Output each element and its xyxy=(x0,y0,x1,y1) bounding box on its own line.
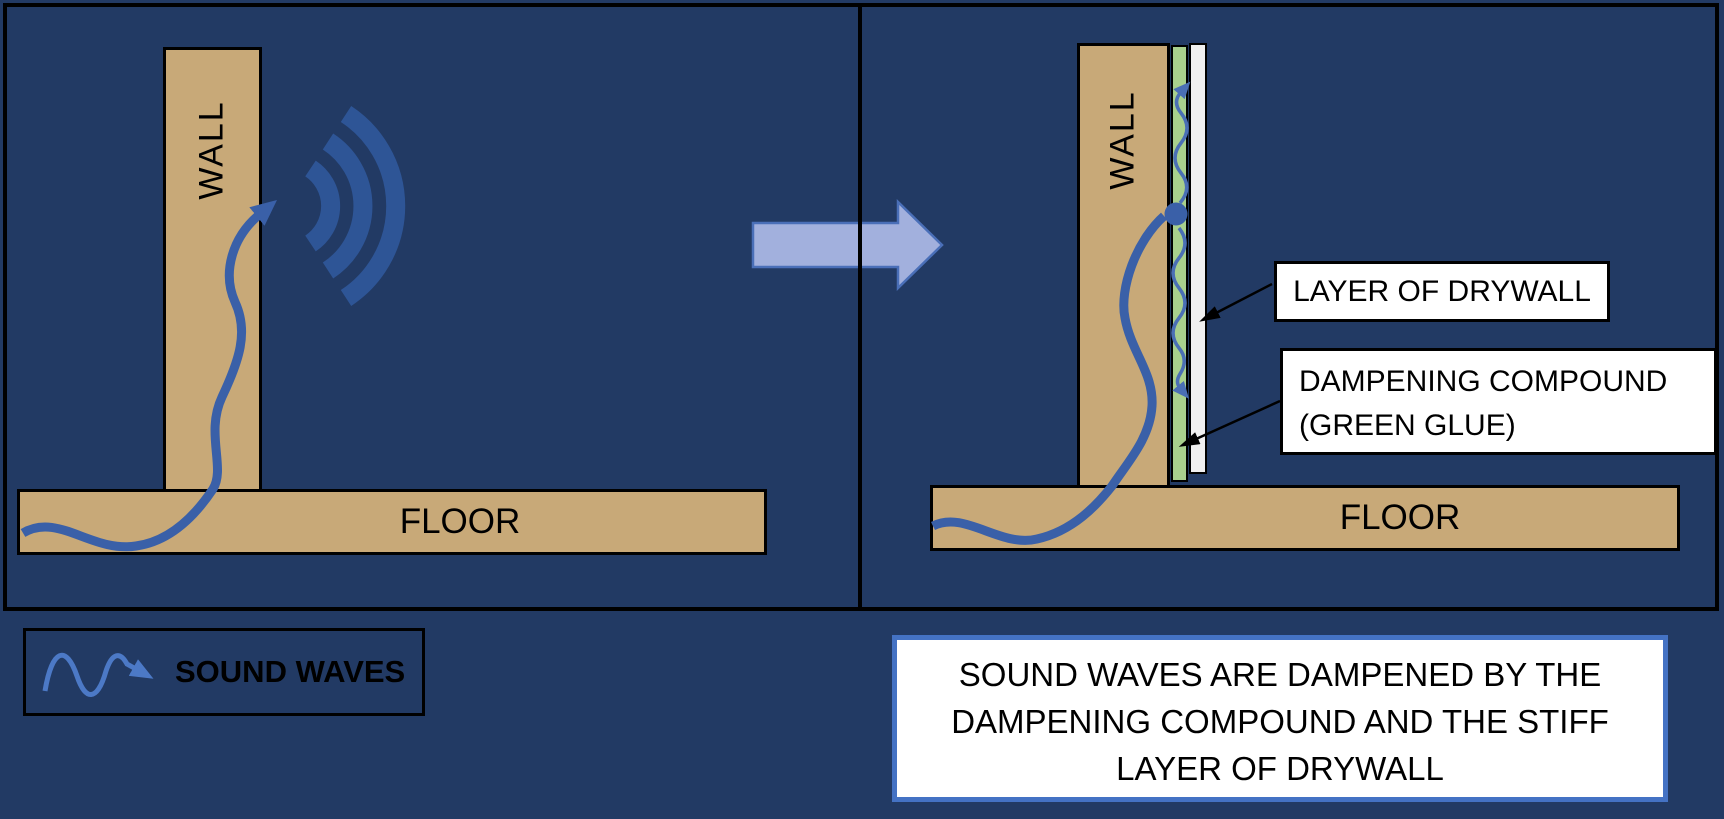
caption-line-1: SOUND WAVES ARE DAMPENED BY THE xyxy=(958,656,1602,693)
caption-box: SOUND WAVES ARE DAMPENED BY THE DAMPENIN… xyxy=(892,635,1668,802)
greenglue-label-box: DAMPENING COMPOUND (GREEN GLUE) xyxy=(1280,348,1717,455)
legend-box xyxy=(23,628,425,716)
caption-line-2: DAMPENING COMPOUND AND THE STIFF xyxy=(951,703,1609,740)
floor-label-right: FLOOR xyxy=(1339,498,1461,537)
greenglue-label-line1: DAMPENING COMPOUND xyxy=(1299,365,1668,398)
wall-label-left: WALL xyxy=(192,100,231,200)
drywall-label-box: LAYER OF DRYWALL xyxy=(1274,261,1610,322)
legend-label: SOUND WAVES xyxy=(175,654,406,689)
floor-right xyxy=(930,485,1680,551)
floor-label-left: FLOOR xyxy=(399,502,521,541)
wall-label-right: WALL xyxy=(1103,90,1142,190)
floor-left xyxy=(17,489,767,555)
drywall-label-text: LAYER OF DRYWALL xyxy=(1293,274,1591,308)
greenglue-label-line2: (GREEN GLUE) xyxy=(1299,409,1516,442)
green-glue-layer xyxy=(1171,45,1188,482)
drywall-layer xyxy=(1189,43,1207,474)
caption-line-3: LAYER OF DRYWALL xyxy=(1116,750,1444,787)
